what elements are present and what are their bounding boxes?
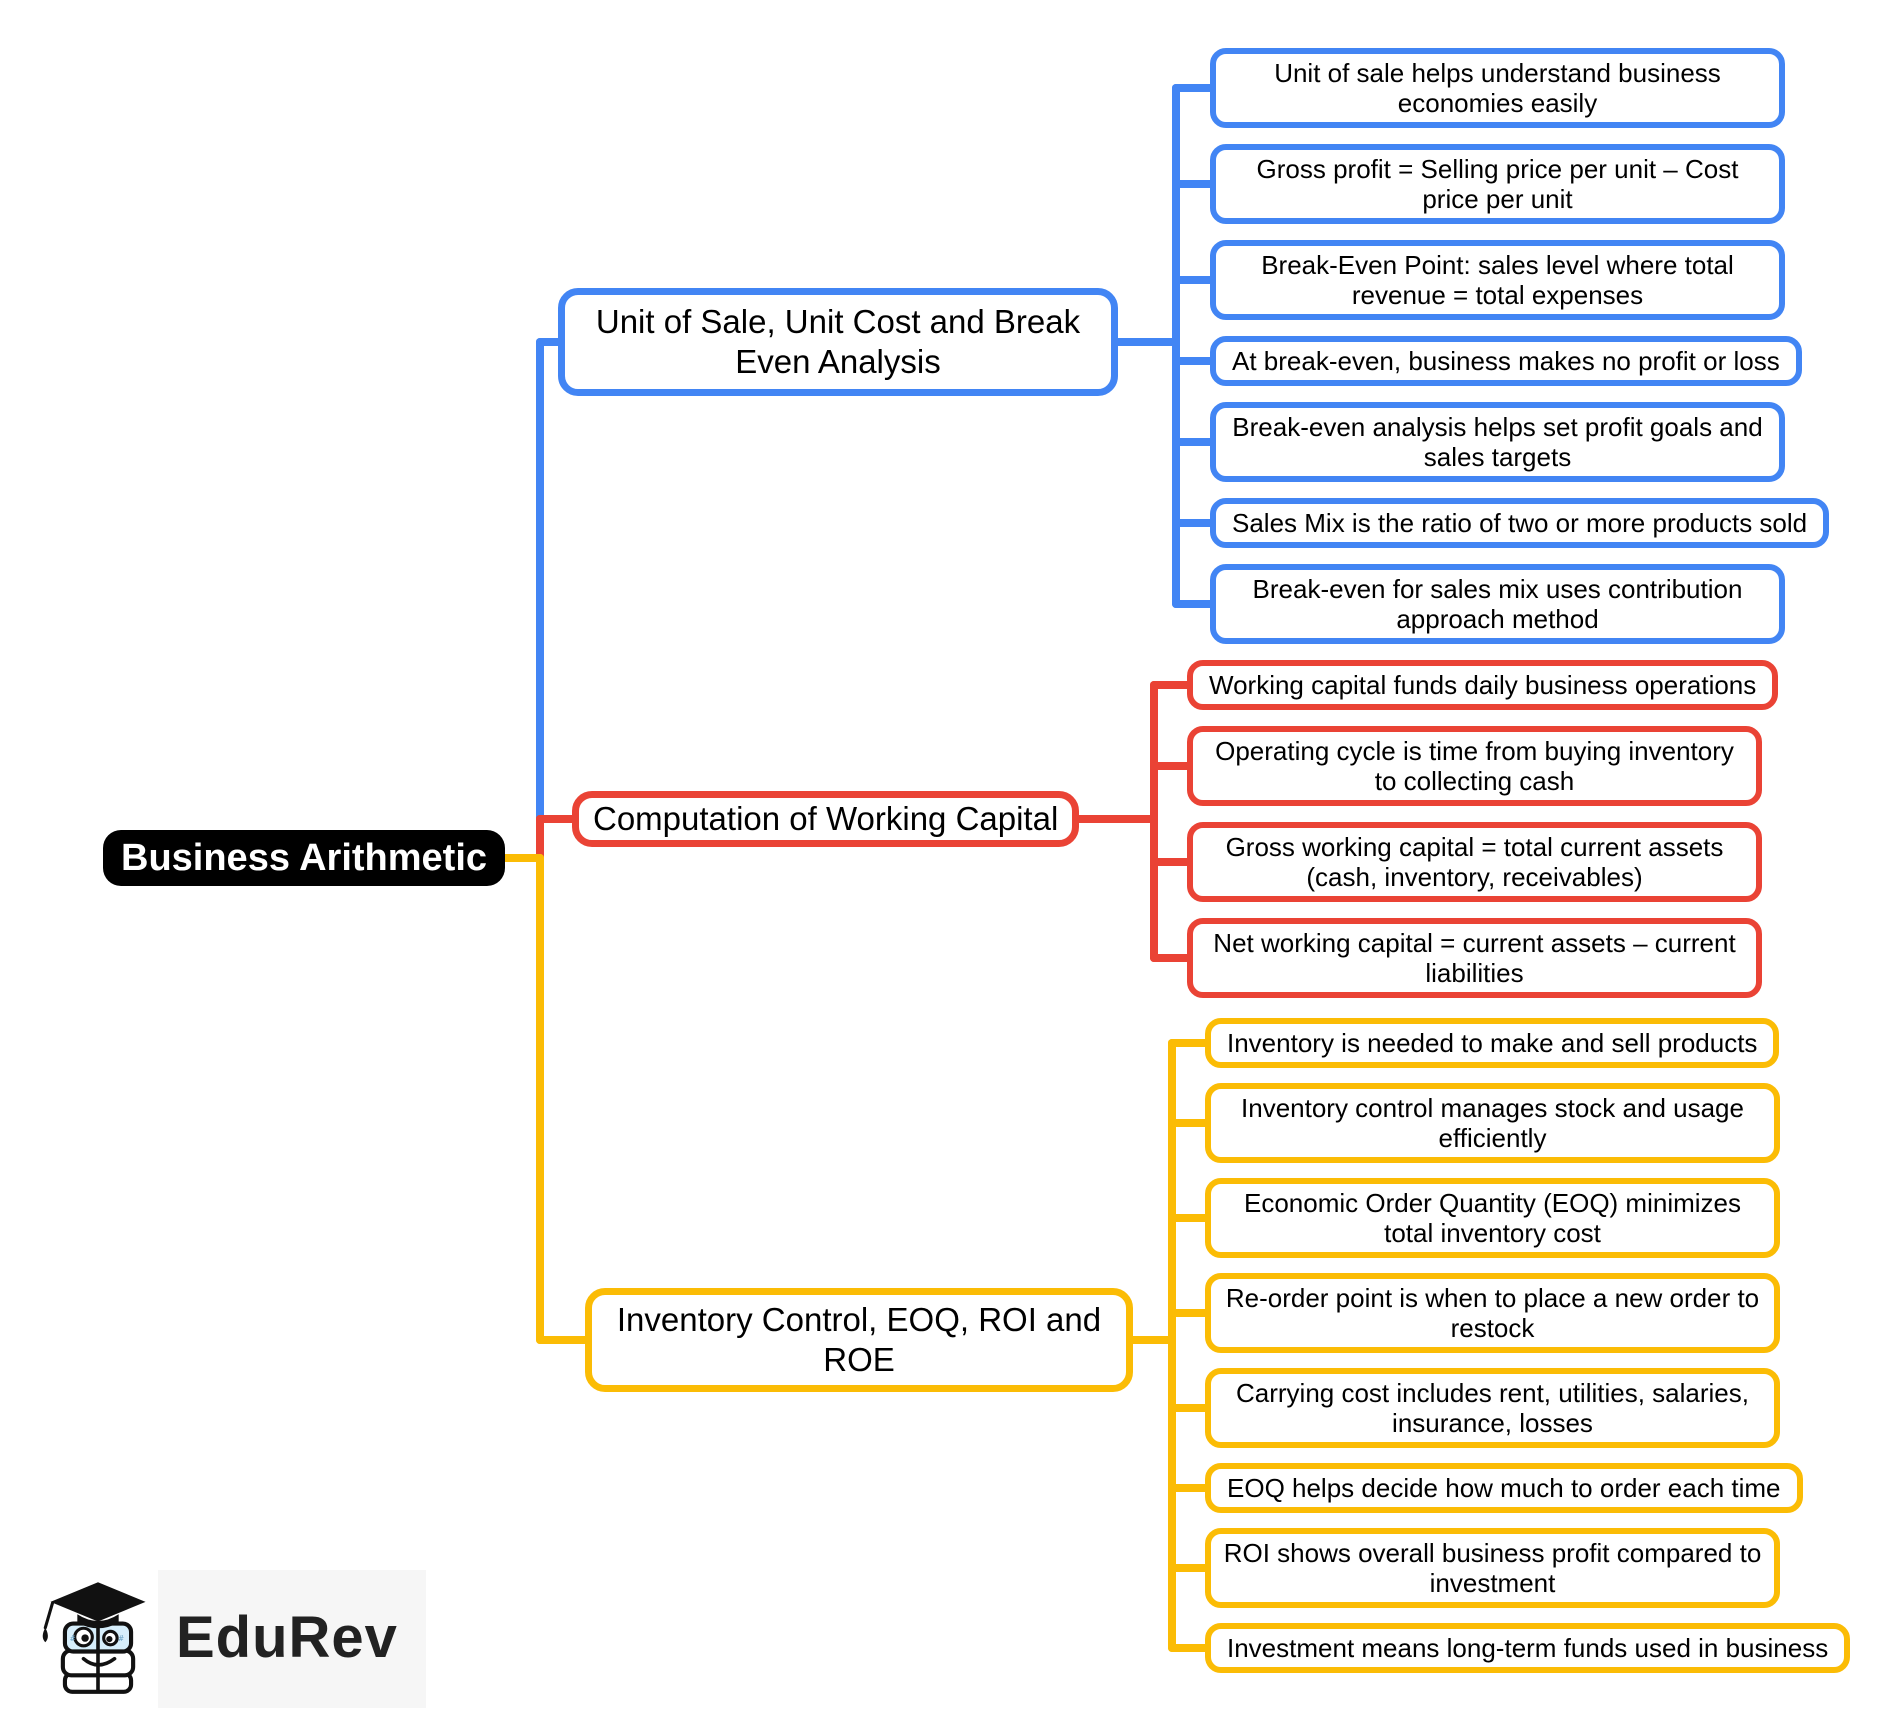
leaf-node: Inventory control manages stock and usag… — [1205, 1083, 1780, 1163]
connector-line — [1172, 180, 1240, 188]
leaf-node: Operating cycle is time from buying inve… — [1187, 726, 1762, 806]
leaf-node: Unit of sale helps understand business e… — [1210, 48, 1785, 128]
connector-line — [1172, 357, 1240, 365]
connector-line — [1168, 1309, 1235, 1317]
connector-line — [1168, 1214, 1235, 1222]
connector-line — [1150, 681, 1217, 689]
root-node: Business Arithmetic — [103, 830, 506, 886]
connector-line — [1168, 1484, 1235, 1492]
leaf-node: Break-even for sales mix uses contributi… — [1210, 564, 1785, 644]
leaf-node: At break-even, business makes no profit … — [1210, 336, 1802, 386]
connector-line — [498, 854, 544, 862]
svg-text:#: # — [119, 1633, 124, 1643]
connector-line — [1168, 1644, 1235, 1652]
leaf-node: Gross working capital = total current as… — [1187, 822, 1762, 902]
connector-line — [1172, 84, 1240, 92]
connector-line — [1172, 438, 1240, 446]
connector-line — [1172, 600, 1240, 608]
leaf-node: Gross profit = Selling price per unit – … — [1210, 144, 1785, 224]
connector-line — [1150, 681, 1158, 962]
connector-line — [1168, 1564, 1235, 1572]
connector-line — [1168, 1039, 1176, 1652]
topic-node-inventory-eoq-roi-roe: Inventory Control, EOQ, ROI and ROE — [585, 1288, 1133, 1392]
connector-line — [1150, 762, 1217, 770]
connector-line — [1172, 276, 1240, 284]
edurev-logo: # # EduRev — [30, 1568, 430, 1710]
connector-line — [1172, 84, 1180, 608]
leaf-node: Break-Even Point: sales level where tota… — [1210, 240, 1785, 320]
topic-node-computation-working-capital: Computation of Working Capital — [572, 791, 1080, 847]
leaf-node: Working capital funds daily business ope… — [1187, 660, 1779, 710]
leaf-node: Re-order point is when to place a new or… — [1205, 1273, 1780, 1353]
leaf-node: Economic Order Quantity (EOQ) minimizes … — [1205, 1178, 1780, 1258]
logo-background — [158, 1570, 426, 1708]
leaf-node: Sales Mix is the ratio of two or more pr… — [1210, 498, 1830, 548]
edurev-wordmark: EduRev — [176, 1605, 398, 1670]
connector-line — [1150, 858, 1217, 866]
topic-node-unit-of-sale-break-even: Unit of Sale, Unit Cost and Break Even A… — [558, 288, 1118, 396]
connector-line — [1168, 1404, 1235, 1412]
leaf-node: Investment means long-term funds used in… — [1205, 1623, 1851, 1673]
leaf-node: Net working capital = current assets – c… — [1187, 918, 1762, 998]
leaf-node: Carrying cost includes rent, utilities, … — [1205, 1368, 1780, 1448]
leaf-node: Inventory is needed to make and sell pro… — [1205, 1018, 1780, 1068]
edurev-mascot-icon: # # — [42, 1582, 146, 1694]
leaf-node: ROI shows overall business profit compar… — [1205, 1528, 1780, 1608]
leaf-node: Break-even analysis helps set profit goa… — [1210, 402, 1785, 482]
connector-line — [1172, 519, 1240, 527]
leaf-node: EOQ helps decide how much to order each … — [1205, 1463, 1803, 1513]
connector-line — [1168, 1039, 1235, 1047]
connector-line — [1150, 954, 1217, 962]
connector-line — [536, 338, 544, 823]
connector-line — [536, 854, 544, 1344]
connector-line — [1168, 1119, 1235, 1127]
svg-text:#: # — [70, 1633, 75, 1643]
connector-line — [536, 815, 544, 862]
